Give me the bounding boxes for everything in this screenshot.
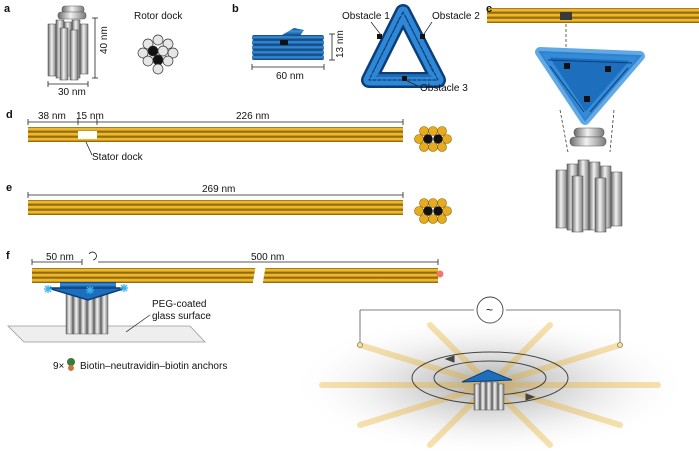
anchor-icon — [67, 358, 75, 371]
gold-bar-e — [28, 200, 403, 215]
panel-label-d: d — [6, 109, 13, 121]
ac-symbol: ~ — [486, 303, 494, 317]
dimension-269nm: 269 nm — [202, 184, 236, 195]
dimension-15nm: 15 nm — [76, 111, 104, 122]
rotor-bundle-c — [555, 127, 623, 233]
dimension-60nm: 60 nm — [276, 71, 304, 82]
rotor-bundle — [47, 5, 89, 81]
dimension-lines-b — [251, 33, 335, 70]
obstacle-leaders — [370, 21, 433, 87]
rotor-assembly-center — [461, 369, 513, 411]
triangle-dock-marks — [377, 34, 425, 81]
anchors-label: Biotin–neutravidin–biotin anchors — [80, 361, 228, 372]
obstacle-3-label: Obstacle 3 — [420, 83, 468, 94]
dimension-13nm: 13 nm — [335, 30, 346, 58]
bar-end-view-e — [414, 198, 452, 224]
blue-triangle-f — [47, 282, 127, 301]
panel-label-b: b — [232, 3, 239, 15]
panel-label-c: c — [486, 3, 493, 15]
dimension-lines-e — [27, 192, 404, 198]
peg-label-line2: glass surface — [152, 311, 211, 322]
dimension-30nm: 30 nm — [58, 87, 86, 98]
rotor-dock-label: Rotor dock — [134, 11, 183, 22]
dimension-40nm: 40 nm — [99, 26, 110, 54]
obstacle-2-label: Obstacle 2 — [432, 11, 480, 22]
peg-leader — [125, 314, 151, 333]
blue-triangle-c — [535, 47, 645, 125]
panel-label-a: a — [4, 3, 11, 15]
assembly-panel-c — [487, 8, 699, 233]
panel-label-e: e — [6, 182, 13, 194]
dimension-226nm: 226 nm — [236, 111, 270, 122]
obstacle-1-label: Obstacle 1 — [342, 11, 390, 22]
dimension-500nm: 500 nm — [251, 252, 285, 263]
fluorophore-icons — [44, 284, 128, 294]
dimension-lines-f — [31, 259, 439, 265]
gold-bar-c — [487, 8, 699, 23]
gold-bar-f — [32, 264, 444, 288]
blue-triangle — [361, 4, 446, 88]
dimension-lines-a — [47, 17, 98, 87]
peg-label-line1: PEG-coated — [152, 299, 207, 310]
gold-bar-d — [28, 127, 403, 142]
rotation-arrow-icon — [88, 251, 97, 261]
stator-dock-label: Stator dock — [92, 152, 143, 163]
bar-end-view-d — [414, 126, 452, 152]
rotor-dock-view — [137, 34, 179, 75]
dimension-lines-d — [27, 119, 404, 156]
dimension-38nm: 38 nm — [38, 111, 66, 122]
dimension-50nm: 50 nm — [46, 252, 74, 263]
panel-label-f: f — [6, 250, 10, 262]
anchor-count: 9× — [53, 361, 65, 372]
blue-arm-side-view — [252, 28, 324, 60]
